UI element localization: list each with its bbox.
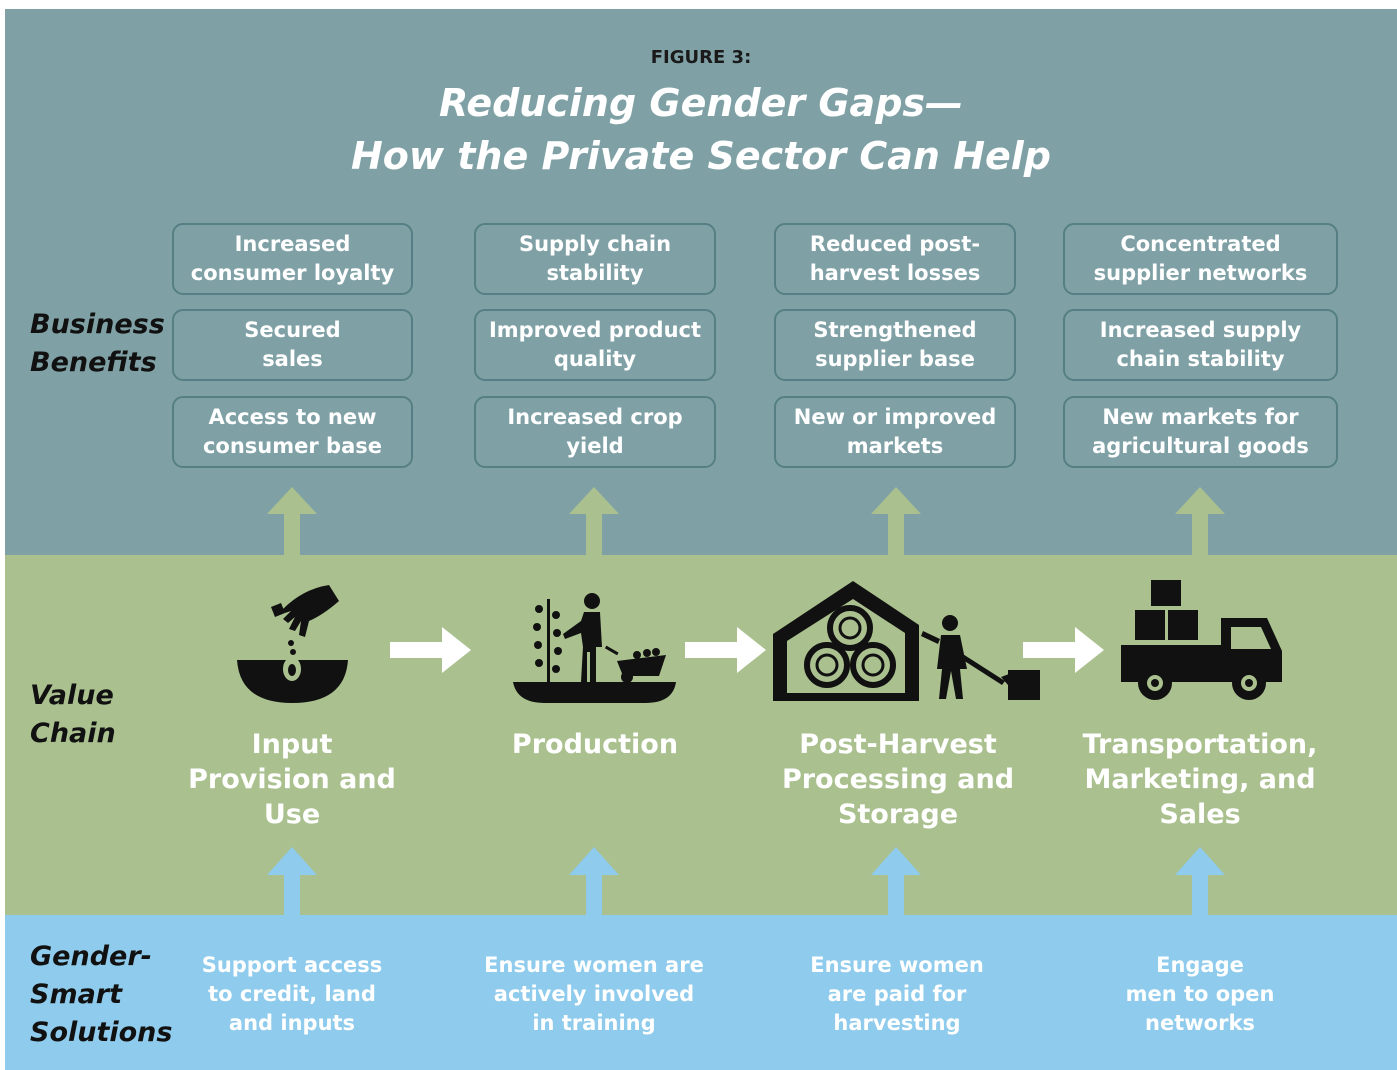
benefit-box: Secured sales (172, 309, 413, 381)
value-chain-stage-label: Production (511, 729, 679, 760)
gender-smart-solution-text: Support access to credit, land and input… (201, 953, 383, 1035)
gender-smart-solution-text: Ensure women are actively involved in tr… (484, 953, 704, 1035)
benefit-box: Improved product quality (474, 309, 716, 381)
row-label-value-chain-text: Value Chain (30, 680, 116, 749)
figure-title-line-2: How the Private Sector Can Help (350, 134, 1051, 178)
value-chain-stage-label: Transportation, Marketing, and Sales (1082, 729, 1318, 830)
benefit-box: New or improved markets (774, 396, 1016, 468)
figure-title-line-1: Reducing Gender Gaps— (438, 81, 964, 125)
benefit-box: Strengthened supplier base (774, 309, 1016, 381)
figure: FIGURE 3: Reducing Gender Gaps— How the … (5, 9, 1397, 1070)
gender-smart-solutions-band (5, 915, 1397, 1070)
benefit-box: Access to new consumer base (172, 396, 413, 468)
business-benefits-band (5, 9, 1397, 555)
gender-smart-solution-text: Engage men to open networks (1125, 953, 1275, 1035)
value-chain-stage-label: Input Provision and Use (188, 729, 396, 830)
row-label-gender-smart-solutions: Gender- Smart Solutions (30, 938, 172, 1052)
benefit-box: Increased consumer loyalty (172, 223, 413, 295)
benefit-box: Supply chain stability (474, 223, 716, 295)
gender-smart-solution-text: Ensure women are paid for harvesting (810, 953, 984, 1035)
value-chain-band (5, 555, 1397, 915)
value-chain-stage-label: Post-Harvest Processing and Storage (781, 729, 1015, 830)
benefit-box: Increased crop yield (474, 396, 716, 468)
row-label-value-chain: Value Chain (30, 677, 116, 753)
benefit-box: Concentrated supplier networks (1063, 223, 1338, 295)
benefit-box: Increased supply chain stability (1063, 309, 1338, 381)
row-label-gender-smart-solutions-text: Gender- Smart Solutions (30, 941, 173, 1048)
row-label-business-benefits-text: Business Benefits (30, 309, 165, 378)
benefit-box: Reduced post- harvest losses (774, 223, 1016, 295)
benefit-box: New markets for agricultural goods (1063, 396, 1338, 468)
row-label-business-benefits: Business Benefits (30, 306, 165, 382)
figure-label: FIGURE 3: (650, 47, 752, 68)
